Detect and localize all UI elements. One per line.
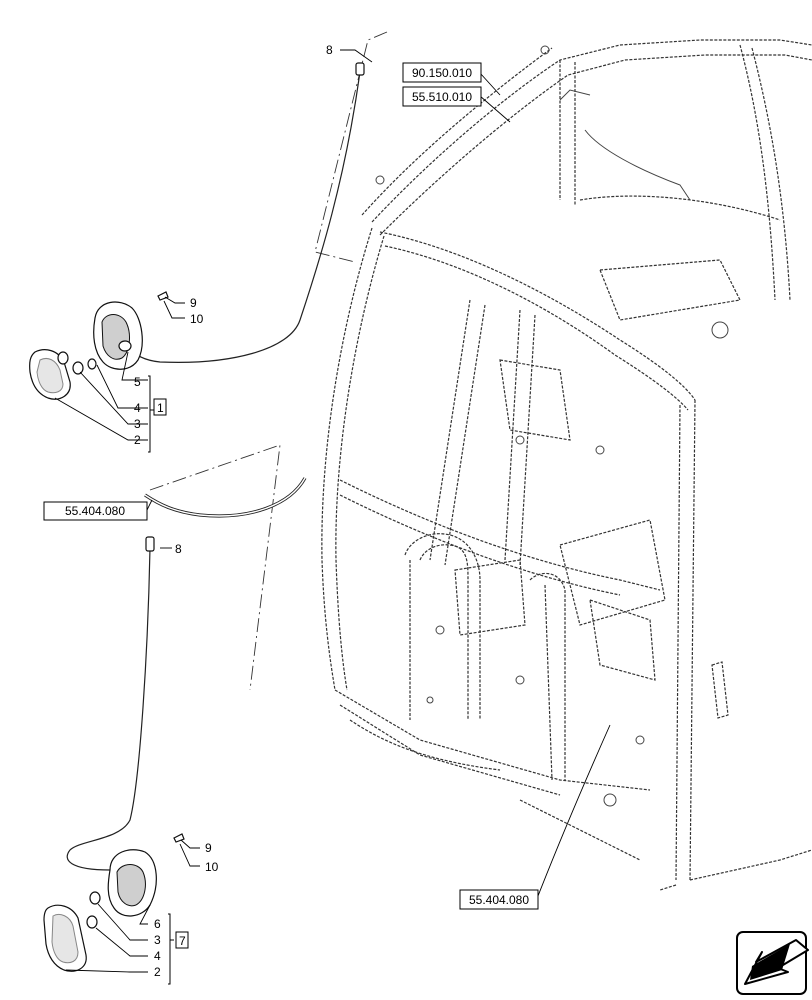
ref-bottom[interactable]: 55.404.080 (459, 889, 539, 910)
callout-lower-lens: 2 (154, 965, 161, 979)
callout-upper-nut: 10 (190, 312, 204, 326)
callout-upper-connector: 8 (326, 43, 333, 57)
callout-upper-lens: 2 (134, 433, 141, 447)
ref-top-1[interactable]: 90.150.010 (402, 62, 482, 83)
upper-connector (355, 62, 365, 76)
upper-lamp-assembly (29, 49, 373, 453)
left-ref-leader (146, 499, 153, 511)
lower-screw (173, 833, 185, 843)
lower-kit-box: 7 (175, 931, 189, 949)
callout-upper-screw: 9 (190, 296, 197, 310)
callout-lower-bulb: 4 (154, 949, 161, 963)
svg-text:55.404.080: 55.404.080 (65, 504, 125, 518)
top-ref-leader-1 (479, 72, 501, 96)
lower-bulb (86, 915, 98, 929)
lower-connector (145, 536, 155, 552)
callout-lower-connector: 8 (175, 542, 182, 556)
callout-lower-screw: 9 (205, 841, 212, 855)
arrow-left-down-icon[interactable] (736, 931, 809, 995)
upper-wire (127, 71, 361, 363)
top-ref-leader-2 (479, 95, 511, 123)
callout-lower-socket: 3 (154, 933, 161, 947)
upper-screw (157, 291, 169, 301)
upper-socket (72, 361, 84, 375)
callout-upper-bulb: 4 (134, 401, 141, 415)
callout-lower-lamp-body: 6 (154, 917, 161, 931)
lower-wire (66, 547, 151, 871)
lower-ref-leader (537, 724, 611, 897)
phantom-outline-upper (314, 31, 388, 263)
upper-bulb (57, 351, 69, 365)
callout-upper-socket: 3 (134, 417, 141, 431)
callout-lower-nut: 10 (205, 860, 219, 874)
svg-text:55.510.010: 55.510.010 (412, 90, 472, 104)
svg-text:1: 1 (157, 401, 164, 415)
lower-lamp-assembly (43, 477, 307, 985)
lower-socket (89, 891, 101, 905)
callout-upper-lamp-body: 5 (134, 375, 141, 389)
cab-frame (321, 39, 812, 891)
ref-top-2[interactable]: 55.510.010 (402, 86, 482, 107)
upper-kit-box: 1 (153, 398, 167, 416)
ref-left[interactable]: 55.404.080 (43, 501, 148, 521)
phantom-outline-middle (149, 444, 281, 691)
svg-text:55.404.080: 55.404.080 (469, 893, 529, 907)
svg-text:7: 7 (179, 934, 186, 948)
svg-text:90.150.010: 90.150.010 (412, 66, 472, 80)
